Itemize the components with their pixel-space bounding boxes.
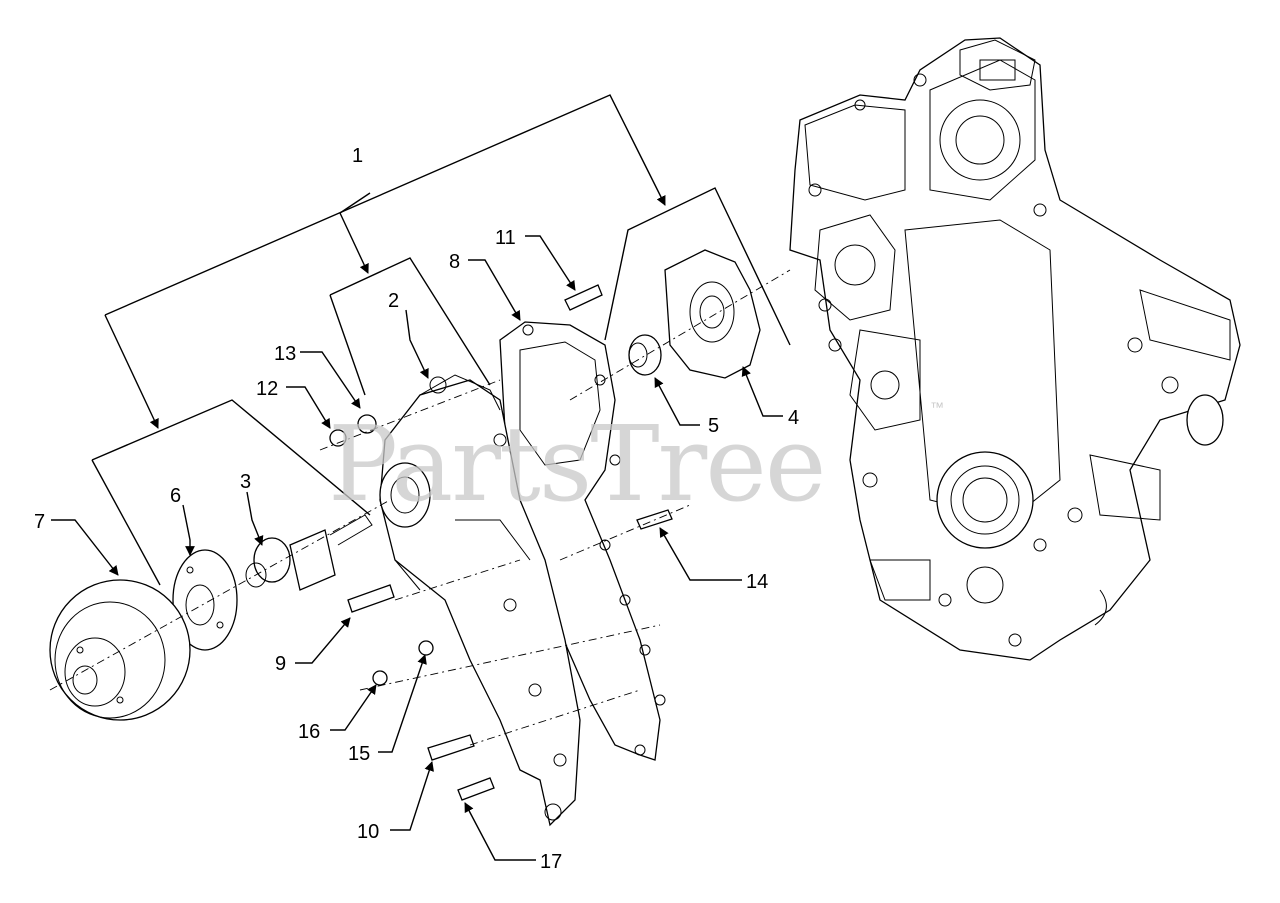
callout-8: 8 <box>449 251 460 273</box>
pulley-7 <box>49 579 191 721</box>
watermark-text: PartsTree <box>328 403 824 525</box>
callout-17: 17 <box>540 851 562 873</box>
gasket-plate-4 <box>664 249 761 379</box>
callout-7: 7 <box>34 511 45 533</box>
callout-labels: 1 2 3 4 5 6 7 8 9 10 11 12 13 14 15 16 1… <box>34 145 799 873</box>
callout-12: 12 <box>256 378 278 400</box>
center-lines <box>49 269 791 746</box>
seal-5 <box>628 334 662 376</box>
callout-3: 3 <box>240 471 251 493</box>
bearing-shaft-3 <box>245 514 373 591</box>
callout-1: 1 <box>352 145 363 167</box>
callout-2: 2 <box>388 290 399 312</box>
watermark-trademark: ™ <box>930 399 944 415</box>
partstree-watermark-logo: PartsTree ™ <box>328 399 944 525</box>
callout-6: 6 <box>170 485 181 507</box>
bracket-lines <box>91 94 791 586</box>
callout-16: 16 <box>298 721 320 743</box>
callout-13: 13 <box>274 343 296 365</box>
fasteners <box>329 284 673 801</box>
pump-housing-2 <box>379 374 581 827</box>
callout-9: 9 <box>275 653 286 675</box>
callout-15: 15 <box>348 743 370 765</box>
callout-4: 4 <box>788 407 799 429</box>
engine-block <box>789 37 1241 661</box>
callout-5: 5 <box>708 415 719 437</box>
callout-11: 11 <box>495 227 516 249</box>
callout-10: 10 <box>357 821 379 843</box>
leader-lines <box>51 235 783 861</box>
flange-6 <box>172 549 238 651</box>
callout-14: 14 <box>746 571 768 593</box>
